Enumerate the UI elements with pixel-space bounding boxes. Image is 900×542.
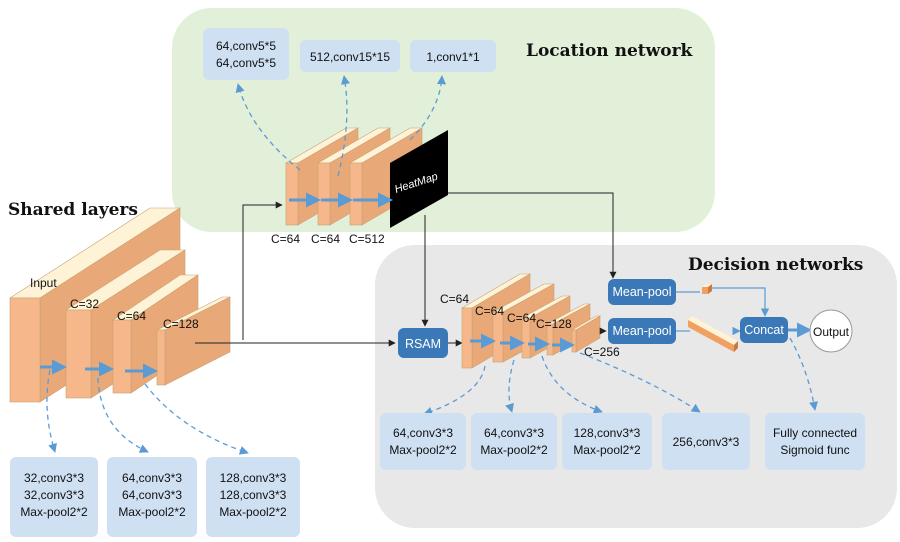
svg-text:64,conv3*3: 64,conv3*3 xyxy=(122,471,182,485)
shared-dashed-arrow xyxy=(46,369,57,453)
svg-text:512,conv15*15: 512,conv15*15 xyxy=(310,50,390,64)
decision-spec-box-1: 64,conv3*3 Max-pool2*2 xyxy=(380,413,466,470)
location-spec-box-3: 1,conv1*1 xyxy=(410,40,496,72)
svg-text:128,conv3*3: 128,conv3*3 xyxy=(220,488,287,502)
svg-text:Sigmoid func: Sigmoid func xyxy=(780,443,849,457)
shared-dashed-arrow xyxy=(97,377,149,453)
svg-text:Max-pool2*2: Max-pool2*2 xyxy=(20,505,88,519)
location-dashed-arrow xyxy=(337,75,350,177)
decision-spec-box-3: 128,conv3*3 Max-pool2*2 xyxy=(562,413,652,470)
small-feature-cube xyxy=(702,284,712,294)
shared-title: Shared layers xyxy=(8,200,138,220)
rsam-module: RSAM xyxy=(398,328,448,358)
shared-to-location-arrow xyxy=(242,201,283,340)
shared-dashed-arrow xyxy=(144,383,249,455)
heatmap-block: HeatMap xyxy=(390,130,448,228)
svg-text:1,conv1*1: 1,conv1*1 xyxy=(426,50,480,64)
concat-module: Concat xyxy=(740,317,788,343)
decision-channel-label: C=256 xyxy=(584,345,620,359)
decision-channel-label: C=64 xyxy=(475,304,504,318)
feature-vector-bar xyxy=(688,316,738,352)
svg-text:Mean-pool: Mean-pool xyxy=(612,324,671,338)
svg-text:Max-pool2*2: Max-pool2*2 xyxy=(219,505,287,519)
shared-channel-label: C=64 xyxy=(117,309,146,323)
svg-text:Mean-pool: Mean-pool xyxy=(612,285,671,299)
decision-spec-box-4: 256,conv3*3 xyxy=(662,413,750,470)
decision-channel-label: C=64 xyxy=(440,292,469,306)
shared-spec-box-1: 32,conv3*3 32,conv3*3 Max-pool2*2 xyxy=(10,457,98,537)
heatmap-to-meanpool-arrow xyxy=(448,192,617,279)
location-dashed-arrow xyxy=(409,75,447,141)
svg-text:128,conv3*3: 128,conv3*3 xyxy=(574,426,641,440)
meanpool-top-to-concat-arrow xyxy=(712,287,770,317)
svg-text:64,conv3*3: 64,conv3*3 xyxy=(122,488,182,502)
location-spec-box-2: 512,conv15*15 xyxy=(300,40,400,72)
svg-text:32,conv3*3: 32,conv3*3 xyxy=(24,471,84,485)
svg-text:Output: Output xyxy=(813,325,850,339)
location-spec-box-1: 64,conv5*5 64,conv5*5 xyxy=(203,28,289,80)
svg-text:Max-pool2*2: Max-pool2*2 xyxy=(480,443,548,457)
shared-spec-box-2: 64,conv3*3 64,conv3*3 Max-pool2*2 xyxy=(107,457,197,537)
svg-text:Fully connected: Fully connected xyxy=(773,426,857,440)
svg-text:Concat: Concat xyxy=(744,323,784,337)
output-node: Output xyxy=(809,309,853,353)
decision-dashed-arrow xyxy=(505,359,515,413)
meanpool-bottom-module: Mean-pool xyxy=(608,318,676,344)
decision-dashed-arrow xyxy=(579,352,701,413)
svg-text:128,conv3*3: 128,conv3*3 xyxy=(220,471,287,485)
svg-text:256,conv3*3: 256,conv3*3 xyxy=(673,435,740,449)
svg-text:32,conv3*3: 32,conv3*3 xyxy=(24,488,84,502)
location-channel-label: C=512 xyxy=(349,232,385,246)
concat-dashed-arrow xyxy=(789,337,819,411)
location-channel-label: C=64 xyxy=(311,232,340,246)
svg-text:64,conv5*5: 64,conv5*5 xyxy=(216,39,276,53)
svg-text:Max-pool2*2: Max-pool2*2 xyxy=(389,443,457,457)
svg-text:64,conv5*5: 64,conv5*5 xyxy=(216,56,276,70)
svg-text:RSAM: RSAM xyxy=(405,337,441,351)
shared-channel-label: C=128 xyxy=(163,317,199,331)
decision-spec-box-2: 64,conv3*3 Max-pool2*2 xyxy=(471,413,557,470)
decision-spec-box-5: Fully connected Sigmoid func xyxy=(765,413,865,470)
input-label: Input xyxy=(30,276,57,290)
shared-block-c128 xyxy=(156,296,231,386)
decision-channel-label: C=64 xyxy=(507,311,536,325)
shared-channel-label: C=32 xyxy=(70,297,99,311)
meanpool-top-module: Mean-pool xyxy=(608,279,676,305)
decision-channel-label: C=128 xyxy=(536,317,572,331)
decision-title: Decision networks xyxy=(688,255,863,275)
location-dashed-arrow xyxy=(235,83,301,171)
svg-text:64,conv3*3: 64,conv3*3 xyxy=(484,426,544,440)
shared-spec-box-3: 128,conv3*3 128,conv3*3 Max-pool2*2 xyxy=(206,457,300,537)
svg-text:Max-pool2*2: Max-pool2*2 xyxy=(118,505,186,519)
location-channel-label: C=64 xyxy=(271,232,300,246)
svg-text:Max-pool2*2: Max-pool2*2 xyxy=(573,443,641,457)
svg-text:64,conv3*3: 64,conv3*3 xyxy=(393,426,453,440)
decision-dashed-arrow xyxy=(541,355,603,414)
location-title: Location network xyxy=(526,41,694,61)
